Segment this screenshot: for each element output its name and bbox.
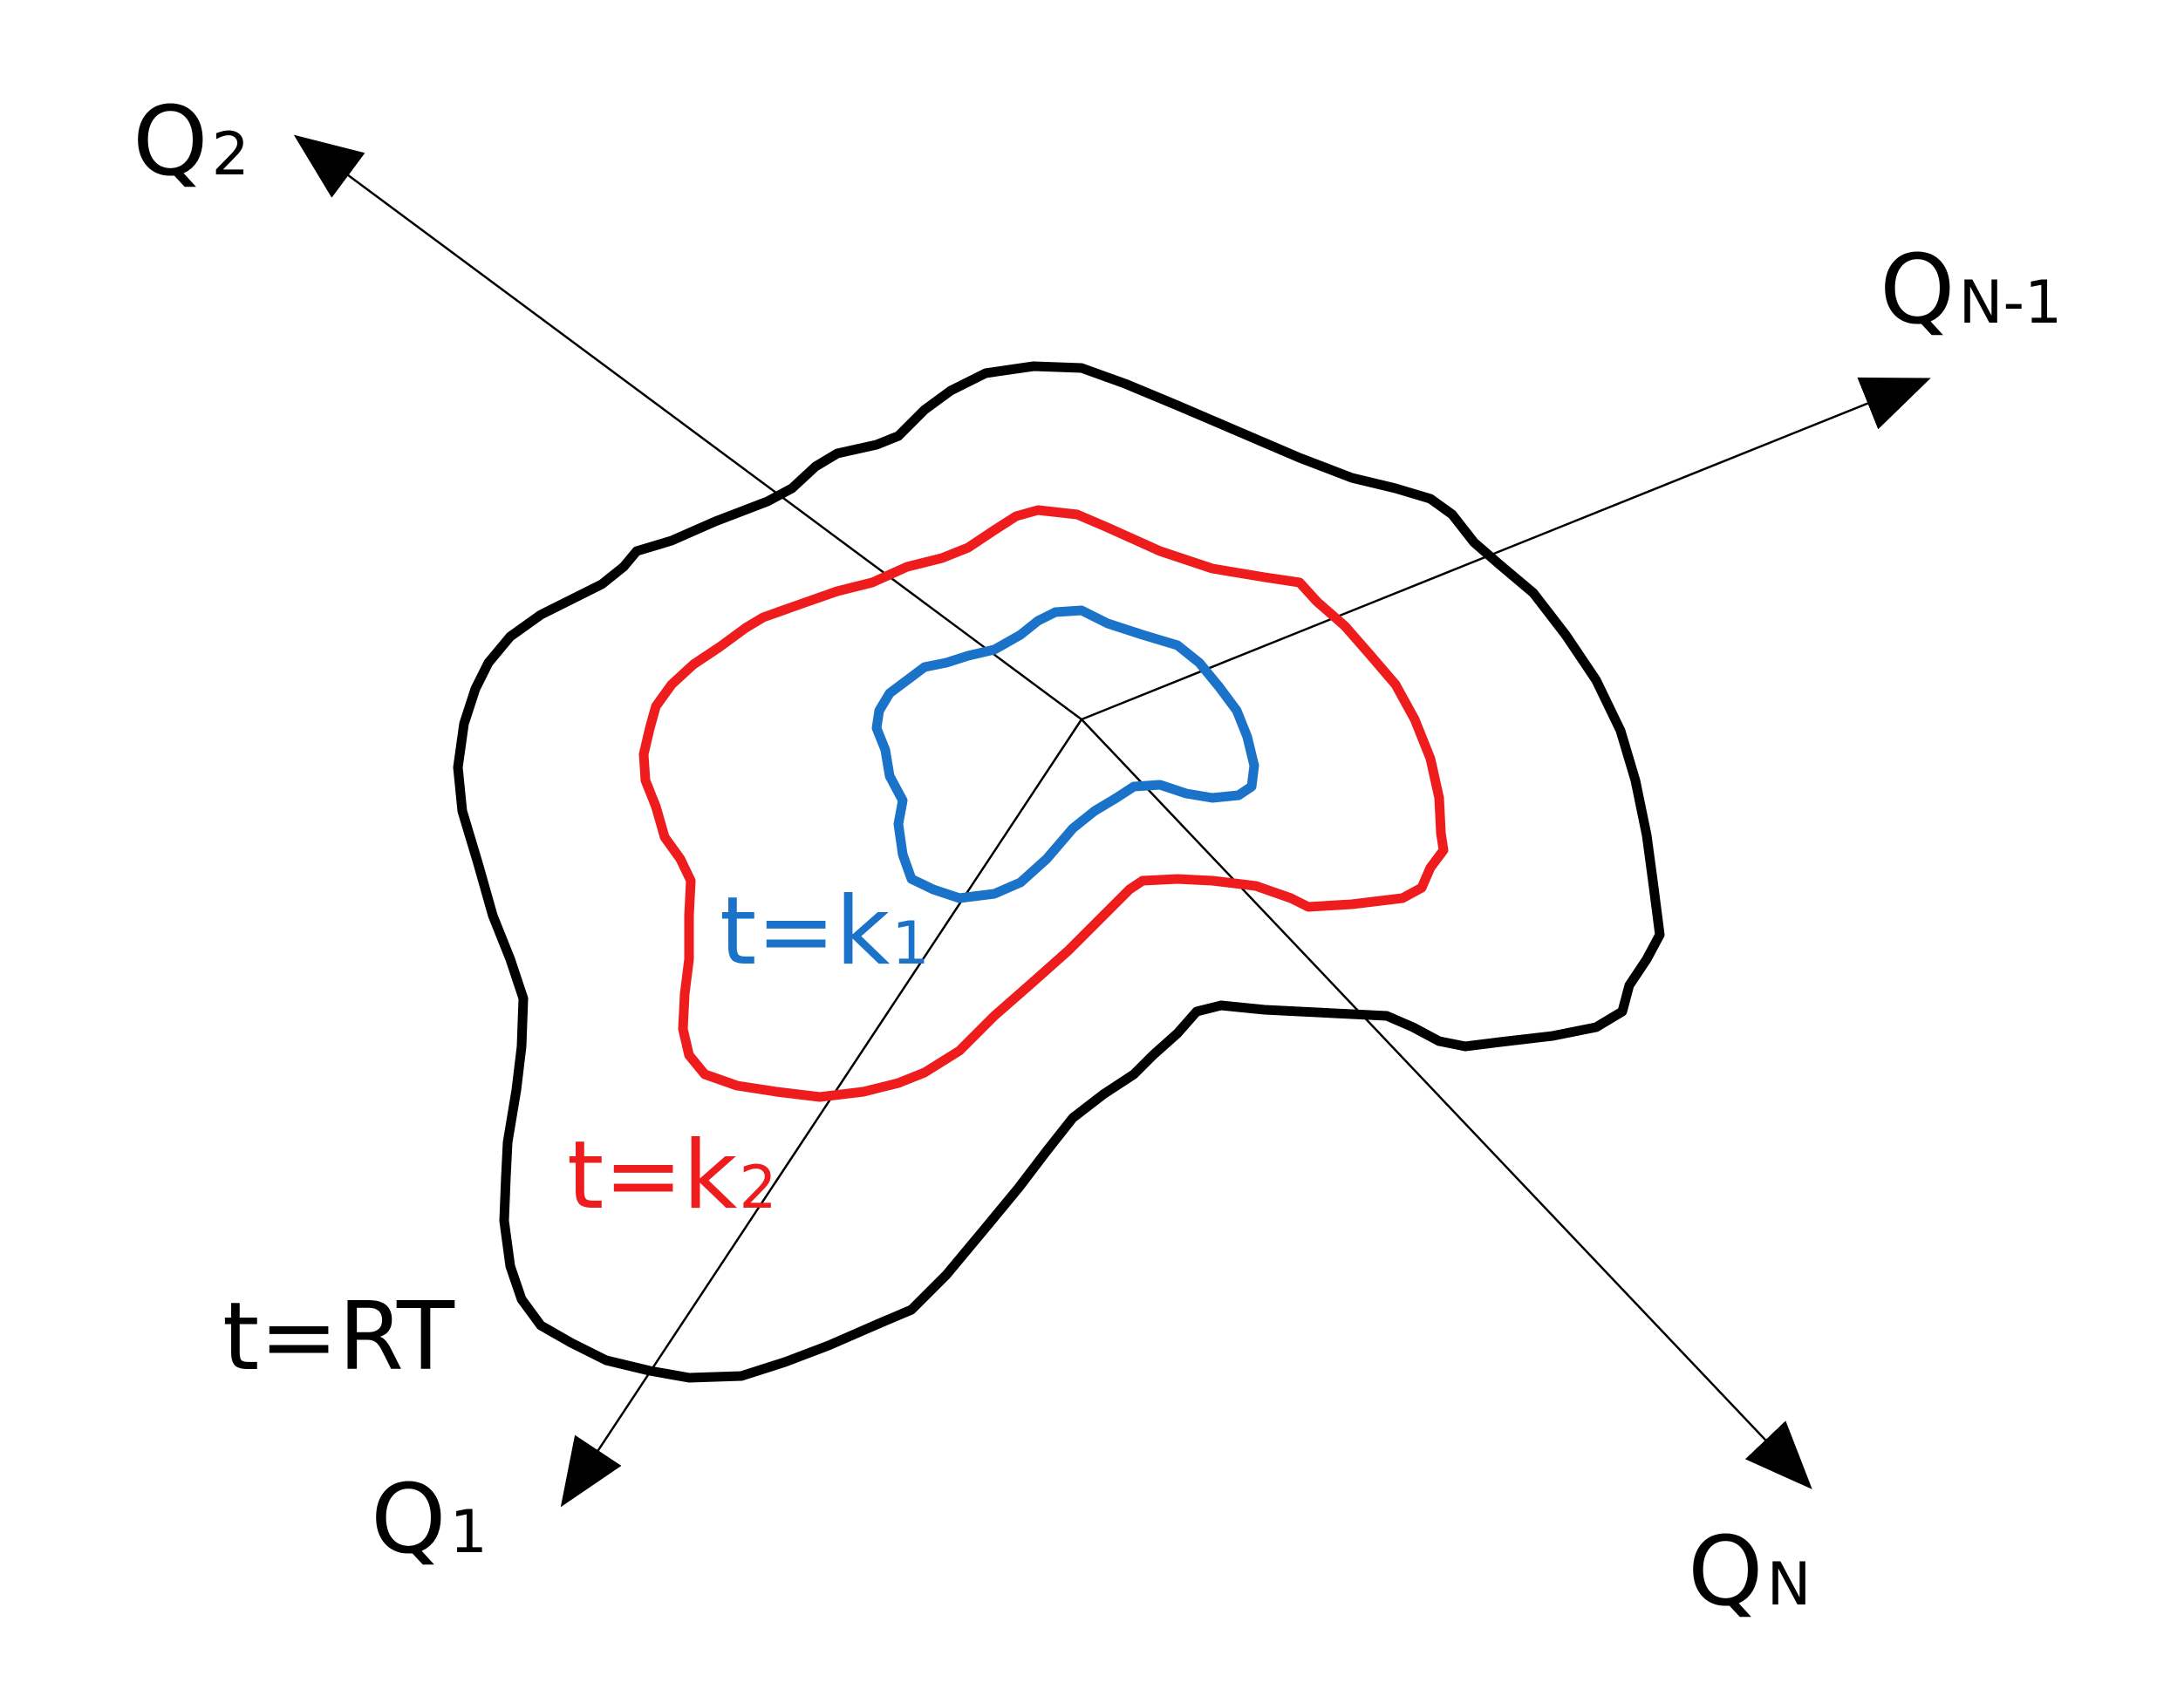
axis-qn [1081, 719, 1812, 1489]
axis-q2 [293, 134, 1082, 721]
axis-label-qn: QN [1688, 1516, 1811, 1627]
axis-label-q2: Q2 [133, 85, 249, 197]
axis-qn1 [1081, 377, 1931, 721]
contour-label-k1: t=k1 [720, 877, 930, 986]
axis-label-q1: Q1 [371, 1463, 488, 1575]
axis-label-qn1: QN-1 [1880, 234, 2062, 345]
axis-q1 [560, 719, 1083, 1508]
contour-rt [453, 361, 1665, 1383]
axes [293, 134, 1931, 1508]
contour-label-rt: t=RT [222, 1283, 455, 1392]
contour-label-k2: t=k2 [567, 1121, 777, 1230]
contour-k2 [638, 505, 1449, 1102]
contour-k1 [871, 605, 1259, 903]
